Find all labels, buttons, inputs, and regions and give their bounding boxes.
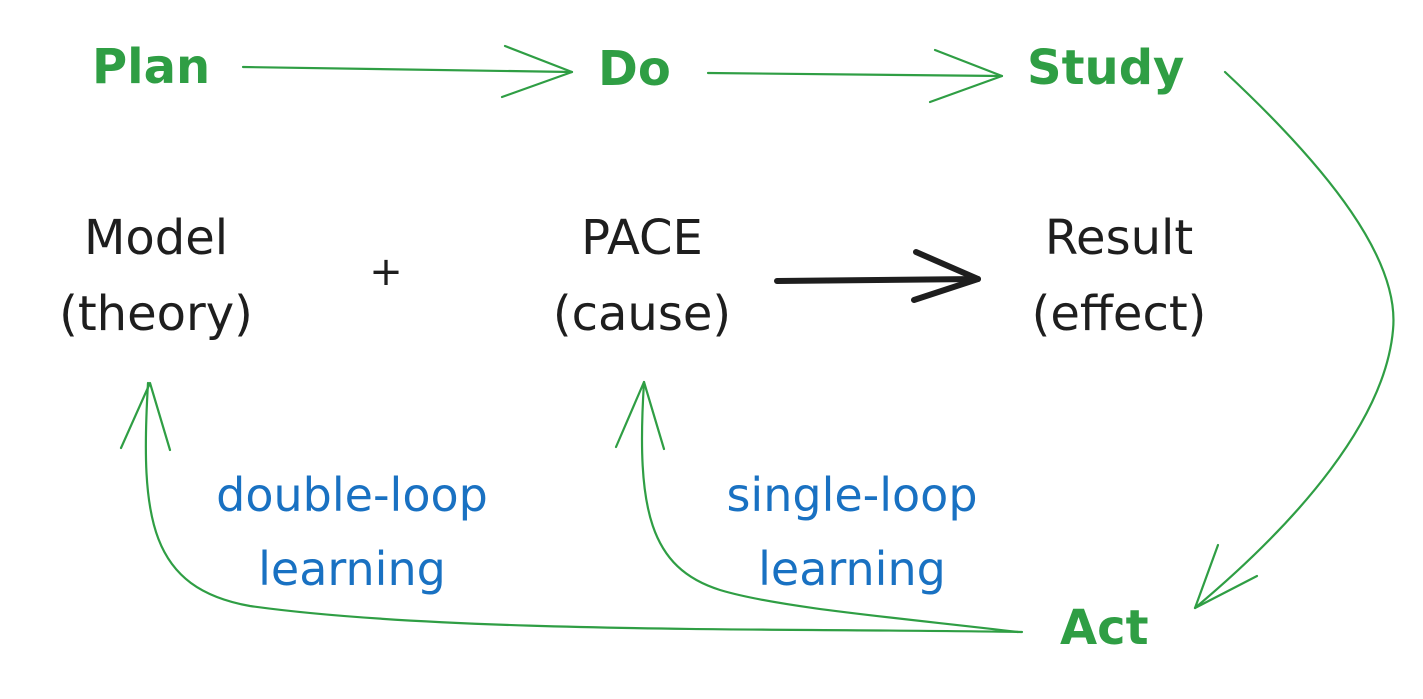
double-loop-line2: learning <box>258 542 446 596</box>
plan-to-do-arrow <box>241 44 574 99</box>
plan-label: Plan <box>92 39 211 95</box>
single-loop-arrow <box>614 380 1020 634</box>
double-loop-arrow <box>119 381 1024 634</box>
double-loop-label: double-loop learning <box>182 458 522 606</box>
pace-subtitle: (cause) <box>552 286 732 342</box>
model-title: Model <box>83 210 229 266</box>
cause-to-effect-arrow <box>774 249 981 303</box>
result-subtitle: (effect) <box>1031 286 1207 342</box>
single-loop-line1: single-loop <box>726 468 978 522</box>
study-label: Study <box>1027 40 1185 96</box>
model-node: Model (theory) <box>22 200 290 352</box>
plus-sign: + <box>369 249 403 295</box>
result-node: Result (effect) <box>985 200 1253 352</box>
study-to-act-arrow <box>1193 70 1395 610</box>
model-subtitle: (theory) <box>59 286 253 342</box>
double-loop-line1: double-loop <box>216 468 488 522</box>
pace-title: PACE <box>581 210 703 266</box>
pace-node: PACE (cause) <box>518 200 766 352</box>
single-loop-label: single-loop learning <box>692 458 1012 606</box>
single-loop-line2: learning <box>758 542 946 596</box>
do-to-study-arrow <box>706 48 1004 104</box>
act-label: Act <box>1060 600 1149 656</box>
do-label: Do <box>598 41 671 97</box>
result-title: Result <box>1044 210 1194 266</box>
